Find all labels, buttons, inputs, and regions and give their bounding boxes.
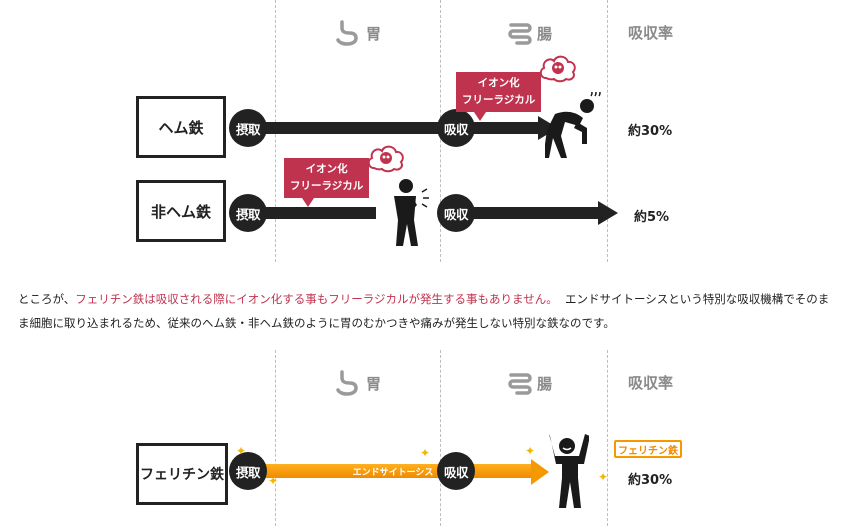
divider-line	[607, 350, 608, 526]
sparkle-icon: ✦	[420, 446, 431, 460]
intestine-icon	[507, 20, 533, 46]
absorb-circle: 吸収	[437, 452, 475, 490]
divider-line	[275, 350, 276, 526]
intestine-icon	[507, 370, 533, 396]
sparkle-icon: ✦	[598, 470, 609, 484]
highlight-text: フェリチン鉄は吸収される際にイオン化する事もフリーラジカルが発生する事もありませ…	[75, 292, 558, 306]
rate-value: 約5%	[634, 210, 670, 225]
column-header-rate: 吸収率	[628, 24, 674, 42]
column-header-intestine: 腸	[507, 370, 552, 396]
diagram-heme-nonheme: 胃 腸 吸収率 ヘム鉄 摂取 吸収 約30% イオン化 フリーラジカル 非ヘム鉄…	[0, 0, 845, 262]
sparkle-icon: ✦	[268, 474, 279, 488]
skull-cloud-icon	[366, 140, 406, 180]
ion-radical-bubble: イオン化 フリーラジカル	[456, 72, 542, 121]
absorb-circle: 吸収	[437, 194, 475, 232]
rate-value: 約30%	[628, 473, 673, 488]
ion-radical-bubble: イオン化 フリーラジカル	[284, 158, 370, 207]
stomach-icon	[336, 370, 362, 396]
skull-cloud-icon	[538, 50, 578, 90]
column-header-stomach: 胃	[336, 370, 381, 396]
ferritin-badge: フェリチン鉄	[614, 440, 682, 458]
divider-line	[607, 0, 608, 262]
pain-person-icon	[382, 178, 432, 252]
column-header-stomach: 胃	[336, 20, 381, 46]
diagram-ferritin: 胃 腸 吸収率	[0, 350, 845, 526]
arrow-head	[531, 459, 549, 485]
divider-line	[440, 350, 441, 526]
arrow-head	[598, 201, 618, 225]
sparkle-icon: ✦	[525, 444, 536, 458]
explanation-paragraph: ところが、フェリチン鉄は吸収される際にイオン化する事もフリーラジカルが発生する事…	[18, 292, 830, 330]
rate-value: 約30%	[628, 124, 673, 139]
absorb-circle: 吸収	[437, 109, 475, 147]
row-label-ferritin: フェリチン鉄	[136, 443, 228, 505]
stomach-icon	[336, 20, 362, 46]
arrow-bar	[248, 122, 540, 134]
happy-person-icon	[545, 432, 590, 514]
sick-person-icon	[543, 89, 605, 166]
row-label-heme: ヘム鉄	[136, 96, 226, 158]
intake-circle: 摂取	[229, 194, 267, 232]
intake-circle: 摂取	[229, 452, 267, 490]
column-header-intestine: 腸	[507, 20, 552, 46]
sparkle-icon: ✦	[236, 444, 247, 458]
endocytosis-arrow-bar: エンドサイトーシス	[253, 464, 533, 478]
arrow-bar	[248, 207, 376, 219]
intake-circle: 摂取	[229, 109, 267, 147]
row-label-nonheme: 非ヘム鉄	[136, 180, 226, 242]
arrow-bar	[440, 207, 600, 219]
column-header-rate: 吸収率	[628, 374, 674, 392]
